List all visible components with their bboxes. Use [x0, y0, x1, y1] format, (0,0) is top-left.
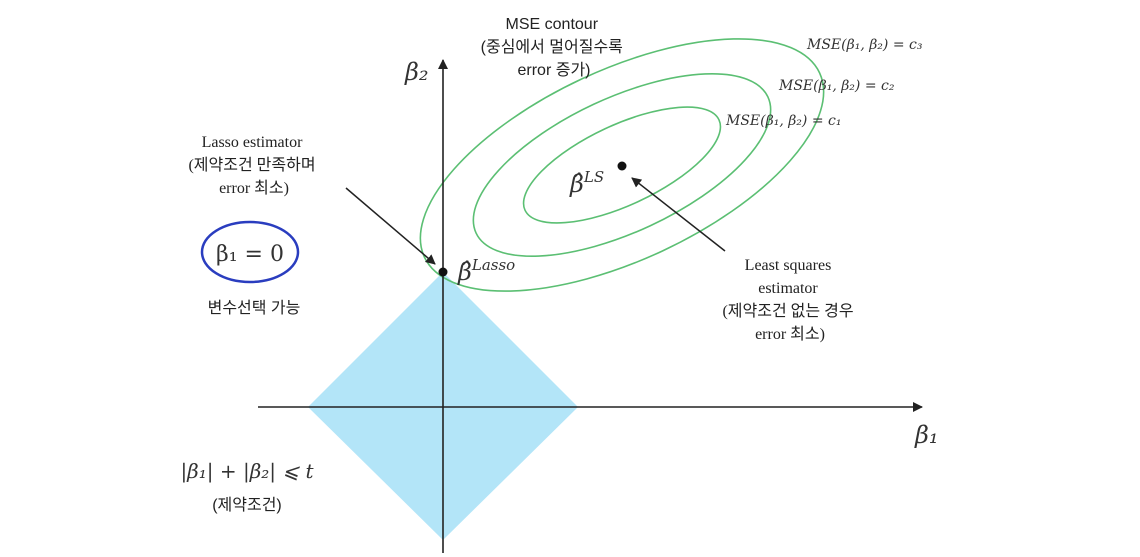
contour-ellipse-c1: [522, 106, 722, 224]
lasso-point-label: β̂Lasso: [457, 256, 515, 286]
x-axis-label: β₁: [914, 421, 939, 449]
lasso-caption-line1: Lasso estimator: [202, 134, 304, 151]
lasso-caption-line3: error 최소): [219, 179, 289, 197]
mse-contour-title: MSE contour (중심에서 멀어질수록 error 증가): [481, 16, 628, 79]
beta-zero-ellipse: [200, 220, 300, 284]
lasso-arrow: [345, 187, 436, 265]
ls-point-label: β̂LS: [569, 168, 604, 198]
ls-estimator-caption: Least squares estimator (제약조건 없는 경우 erro…: [722, 257, 857, 343]
lasso-beta-hat: β̂: [457, 258, 472, 286]
mse-contour-title-line1: MSE contour: [506, 16, 599, 33]
mse-contours: [419, 38, 825, 292]
mse-contour-title-line3: error 증가): [518, 61, 591, 79]
constraint-formula: |β₁| + |β₂| ⩽ t: [180, 459, 314, 484]
ls-arrow: [631, 177, 726, 252]
lasso-superscript: Lasso: [471, 256, 515, 274]
variable-selection-label: 변수선택 가능: [208, 299, 301, 317]
ls-caption-line3: (제약조건 없는 경우: [722, 302, 853, 320]
lasso-point: [438, 267, 448, 277]
ls-point: [617, 161, 627, 171]
contour-ellipse-c3: [419, 38, 825, 292]
contour-label-c3: MSE(β₁, β₂) = c₃: [806, 37, 923, 53]
constraint-label: (제약조건): [212, 496, 282, 514]
ls-caption-line4: error 최소): [755, 325, 825, 343]
lasso-estimator-caption: Lasso estimator (제약조건 만족하며 error 최소): [188, 134, 319, 197]
ls-superscript: LS: [583, 168, 604, 186]
ls-caption-line1: Least squares: [745, 257, 832, 274]
beta-zero-label: β₁ = 0: [216, 242, 284, 267]
y-axis-label: β₂: [404, 58, 429, 86]
ls-caption-line2: estimator: [758, 280, 818, 297]
contour-label-c2: MSE(β₁, β₂) = c₂: [778, 78, 895, 94]
contour-ellipse-c2: [472, 73, 772, 257]
ls-beta-hat: β̂: [569, 170, 584, 198]
mse-contour-title-line2: (중심에서 멀어질수록: [481, 38, 623, 56]
lasso-caption-line2: (제약조건 만족하며: [188, 156, 315, 174]
contour-label-c1: MSE(β₁, β₂) = c₁: [725, 113, 841, 129]
